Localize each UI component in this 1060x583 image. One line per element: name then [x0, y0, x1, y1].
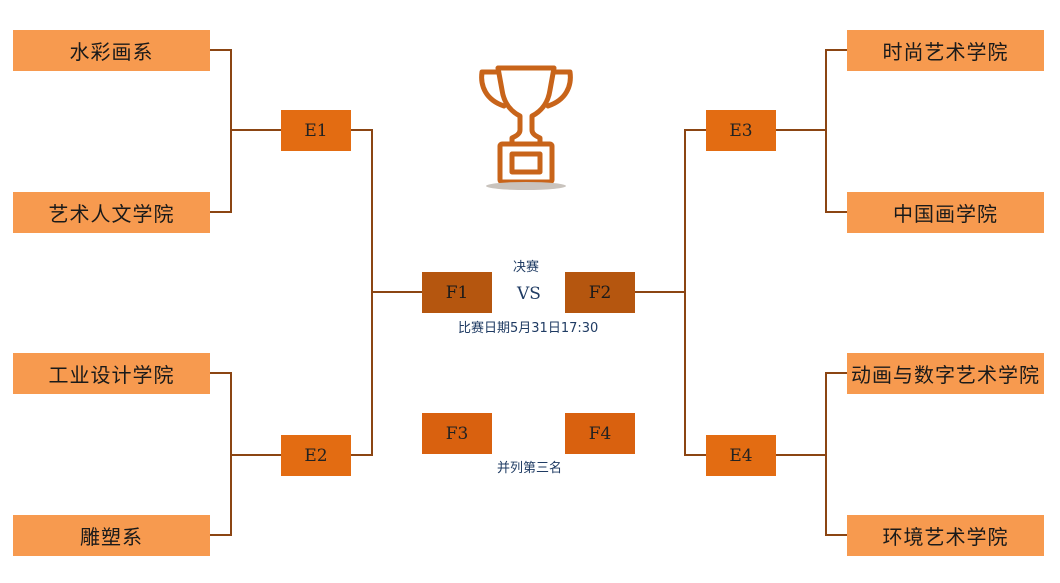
team-left-2: 艺术人文学院: [13, 192, 210, 233]
final-title: 决赛: [513, 260, 540, 275]
match-e3: E3: [706, 110, 776, 151]
connector-left-team4: [210, 455, 232, 536]
match-e1: E1: [281, 110, 351, 151]
connector-e4-f2: [684, 292, 706, 456]
connector-left-team3: [210, 372, 281, 456]
connector-e1-f1: [351, 129, 422, 293]
connector-e3-f2: [635, 129, 706, 293]
final-left: F1: [422, 272, 492, 313]
third-place-label: 并列第三名: [497, 461, 563, 476]
team-left-1: 水彩画系: [13, 30, 210, 71]
final-date: 比赛日期5月31日17:30: [458, 321, 599, 336]
connector-right-team2: [825, 130, 847, 213]
third-left: F3: [422, 413, 492, 454]
connector-right-team3: [775, 372, 847, 456]
team-left-3: 工业设计学院: [13, 353, 210, 394]
third-right: F4: [565, 413, 635, 454]
connector-right-team1: [775, 49, 847, 131]
team-right-1: 时尚艺术学院: [847, 30, 1044, 71]
final-right: F2: [565, 272, 635, 313]
match-e2: E2: [281, 435, 351, 476]
team-left-4: 雕塑系: [13, 515, 210, 556]
team-right-2: 中国画学院: [847, 192, 1044, 233]
team-right-3: 动画与数字艺术学院: [847, 353, 1044, 394]
connector-e2-f1: [351, 292, 373, 456]
team-right-4: 环境艺术学院: [847, 515, 1044, 556]
final-vs: VS: [517, 284, 541, 304]
connector-right-team4: [825, 455, 847, 536]
match-e4: E4: [706, 435, 776, 476]
trophy-icon: [479, 65, 573, 190]
connector-left-team1: [210, 49, 281, 131]
connector-left-team2: [210, 130, 232, 213]
